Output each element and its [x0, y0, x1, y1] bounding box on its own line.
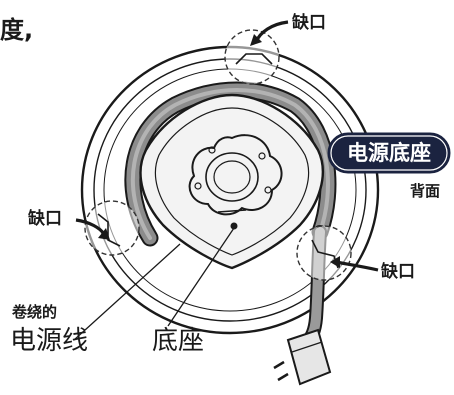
header-partial-text: 度,: [0, 16, 33, 44]
wound-power-cord: [124, 81, 337, 247]
notch-arrow-left: [75, 218, 110, 240]
notch-label-left: 缺口: [28, 208, 62, 229]
notch-arrow-top: [250, 20, 289, 46]
power-base-badge: 电源底座: [327, 132, 451, 174]
base-label: 底座: [152, 326, 204, 356]
back-view-label: 背面: [410, 182, 440, 200]
power-base-badge-label: 电源底座: [347, 141, 431, 165]
base-housing: [139, 93, 325, 270]
power-plug: [273, 328, 332, 386]
wound-cord-label-small: 卷绕的: [11, 303, 57, 321]
notch-arrow-right: [330, 256, 379, 272]
center-connector: [188, 134, 283, 230]
notch-circle-left: [84, 200, 140, 256]
notch-circle-top: [224, 29, 280, 85]
leader-lines: [73, 227, 235, 341]
wound-cord-label-large: 电源线: [10, 326, 88, 356]
notch-label-right: 缺口: [381, 261, 415, 282]
notch-label-top: 缺口: [292, 12, 326, 33]
notch-circle-right: [296, 225, 352, 281]
